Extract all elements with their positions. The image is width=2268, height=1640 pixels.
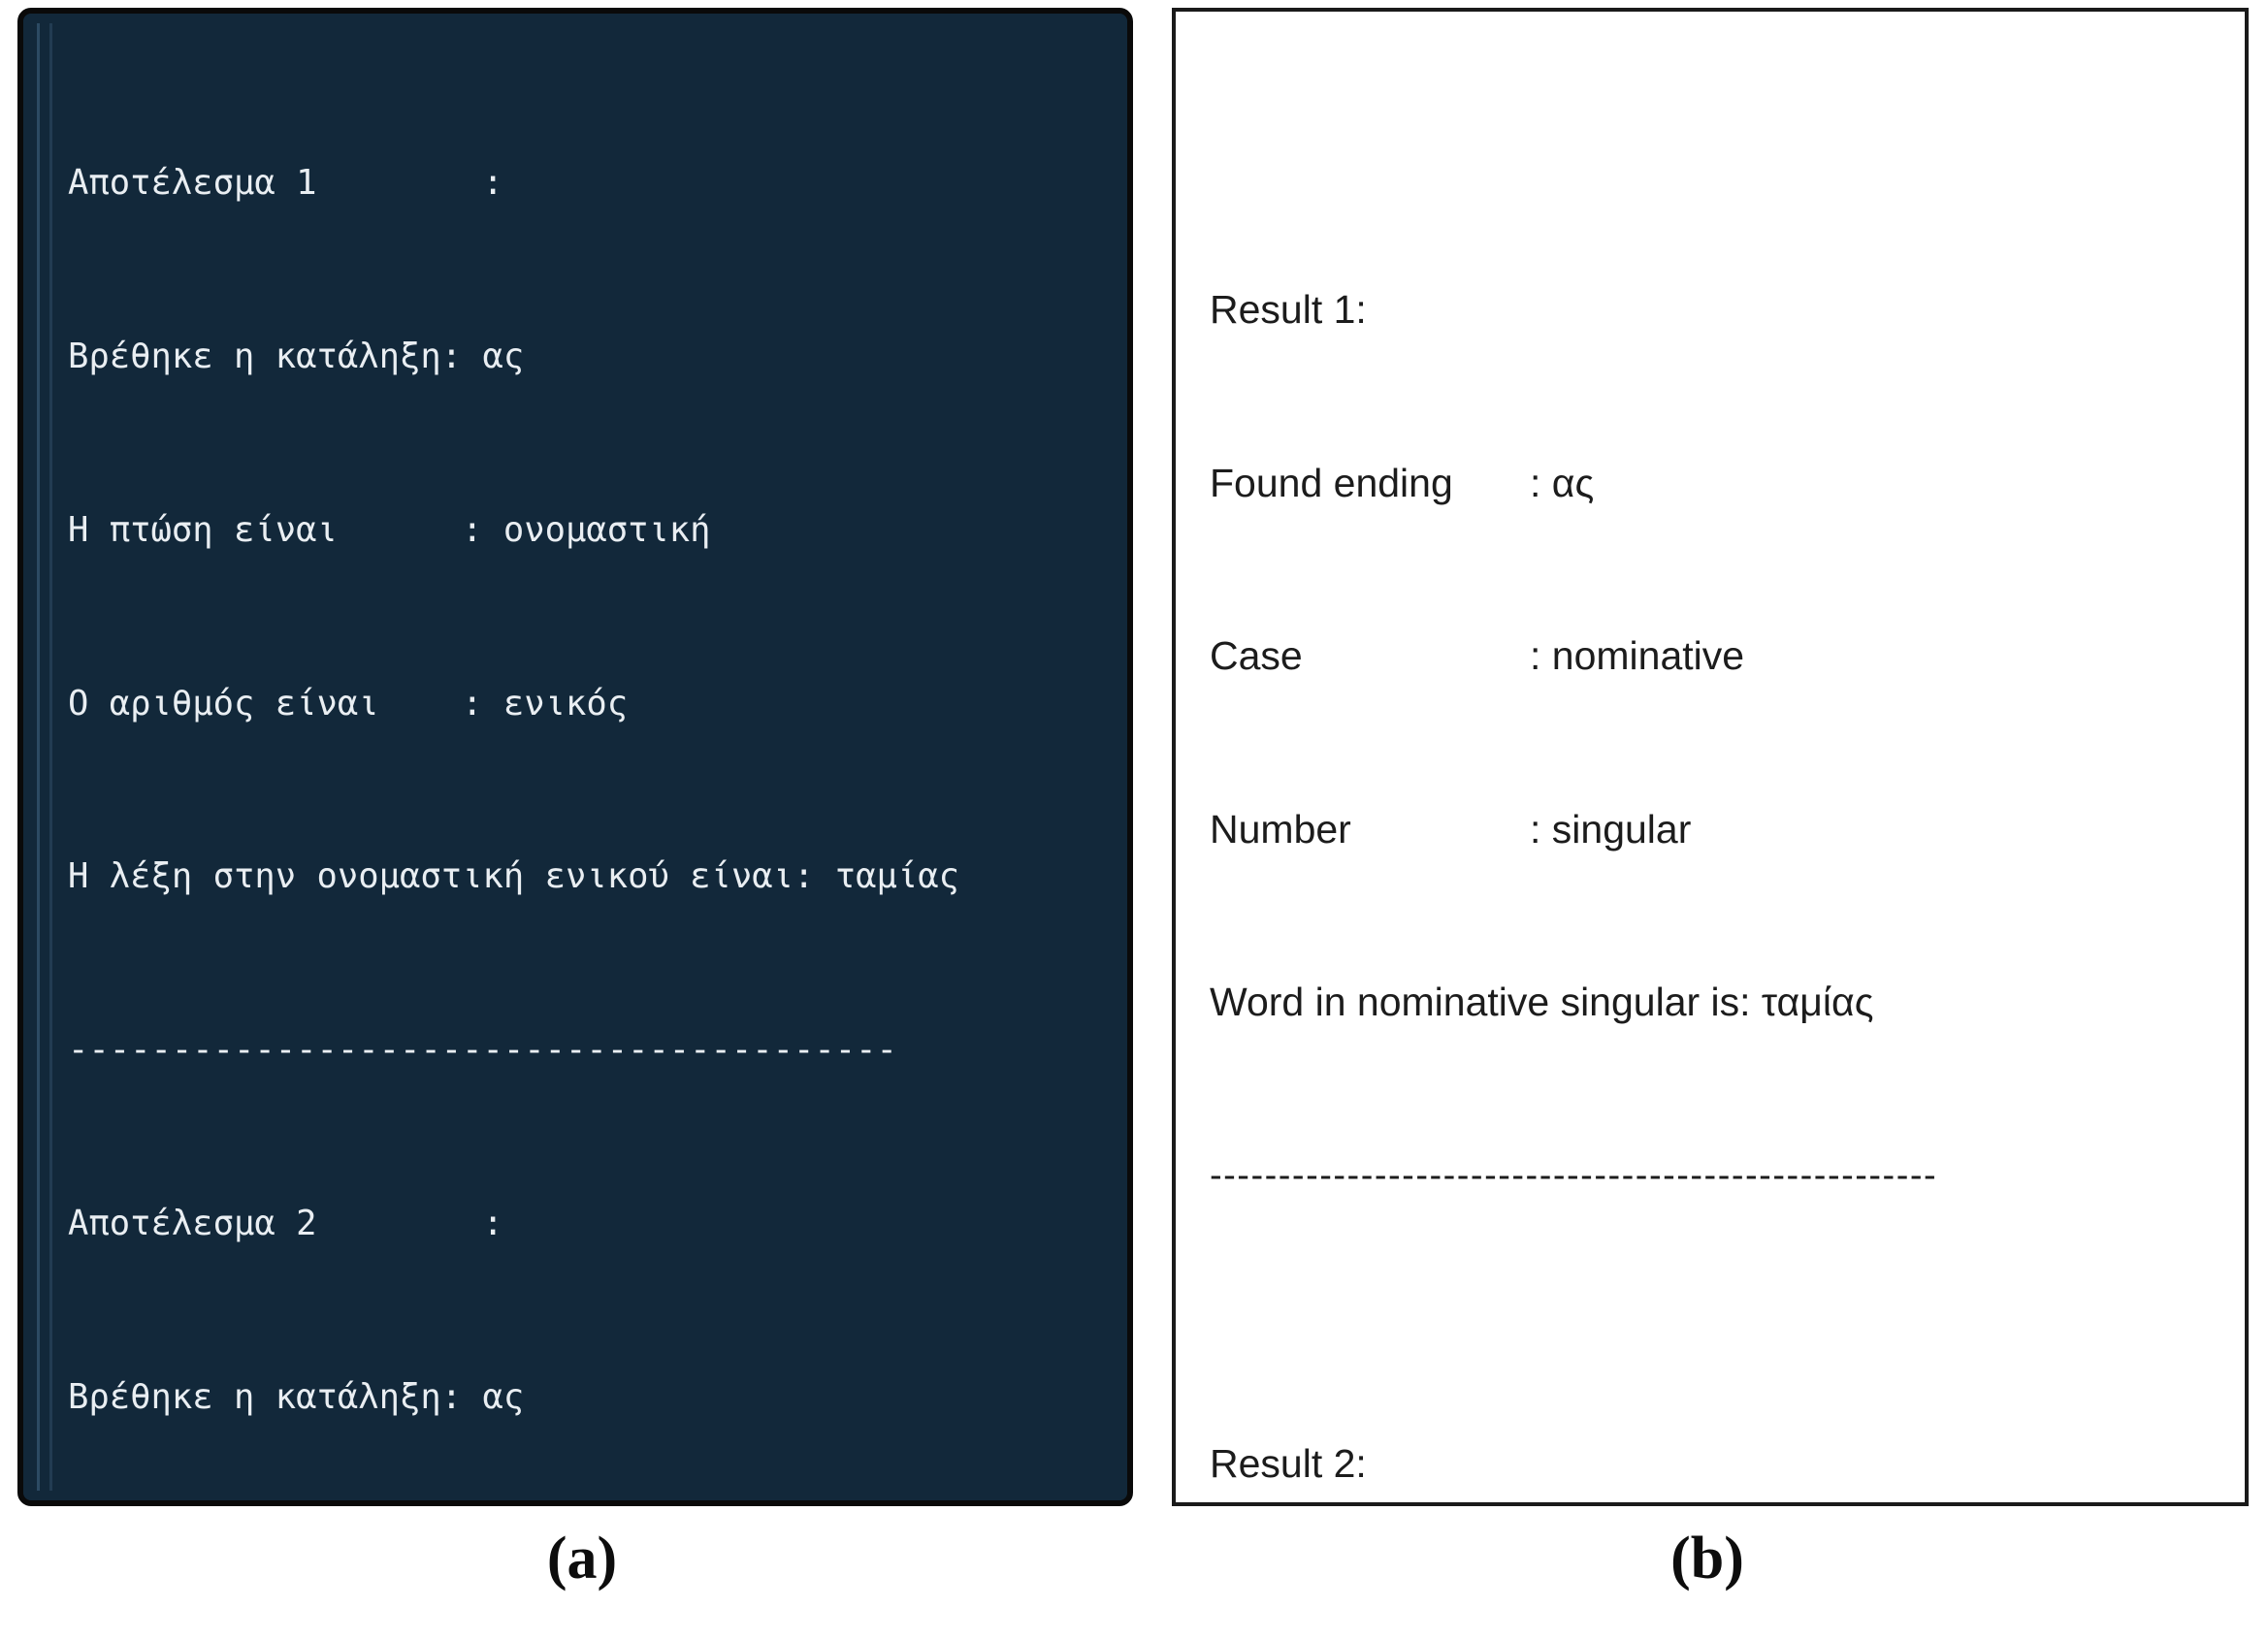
terminal-screen: Αποτέλεσμα 1 : Βρέθηκε η κατάληξη: ας Η … xyxy=(23,14,1127,1500)
result-1-heading: Result 1: xyxy=(1210,287,1367,332)
terminal-line: Η λέξη στην ονομαστική ενικού είναι: ταμ… xyxy=(68,856,960,897)
terminal-line: Αποτέλεσμα 1 : xyxy=(68,163,503,204)
row-value: : singular xyxy=(1530,806,1692,852)
caption-b: (b) xyxy=(1670,1526,1744,1592)
result-1-row-case: Case : nominative xyxy=(1210,627,2235,686)
terminal-line: Ο αριθμός είναι : ενικός xyxy=(68,683,629,724)
row-value: : ας xyxy=(1530,460,1595,505)
translation-text: Result 1: Found ending : ας Case : nominat… xyxy=(1210,50,2235,1498)
result-1-word-line: Word in nominative singular is: ταμίας xyxy=(1210,980,1874,1024)
terminal-left-gutter xyxy=(37,23,52,1491)
section-divider-1: ----------------------------------------… xyxy=(1210,1154,1938,1196)
result-1-row-number: Number : singular xyxy=(1210,801,2235,859)
row-value: : nominative xyxy=(1530,633,1745,678)
terminal-output-text: Αποτέλεσμα 1 : Βρέθηκε η κατάληξη: ας Η … xyxy=(68,39,1119,1495)
translation-panel: Result 1: Found ending : ας Case : nominat… xyxy=(1172,8,2249,1506)
terminal-separator: ---------------------------------------- xyxy=(68,1030,897,1071)
result-1-row-found-ending: Found ending : ας xyxy=(1210,455,2235,513)
terminal-panel: Αποτέλεσμα 1 : Βρέθηκε η κατάληξη: ας Η … xyxy=(17,8,1133,1506)
row-label: Found ending xyxy=(1210,460,1453,505)
terminal-line: Βρέθηκε η κατάληξη: ας xyxy=(68,336,525,376)
result-2-heading: Result 2: xyxy=(1210,1441,1367,1486)
terminal-line: Βρέθηκε η κατάληξη: ας xyxy=(68,1376,525,1417)
caption-a: (a) xyxy=(546,1526,618,1592)
terminal-line: Η πτώση είναι : ονομαστική xyxy=(68,509,711,550)
row-label: Number xyxy=(1210,806,1351,852)
row-label: Case xyxy=(1210,633,1303,678)
terminal-line: Αποτέλεσμα 2 : xyxy=(68,1203,503,1243)
